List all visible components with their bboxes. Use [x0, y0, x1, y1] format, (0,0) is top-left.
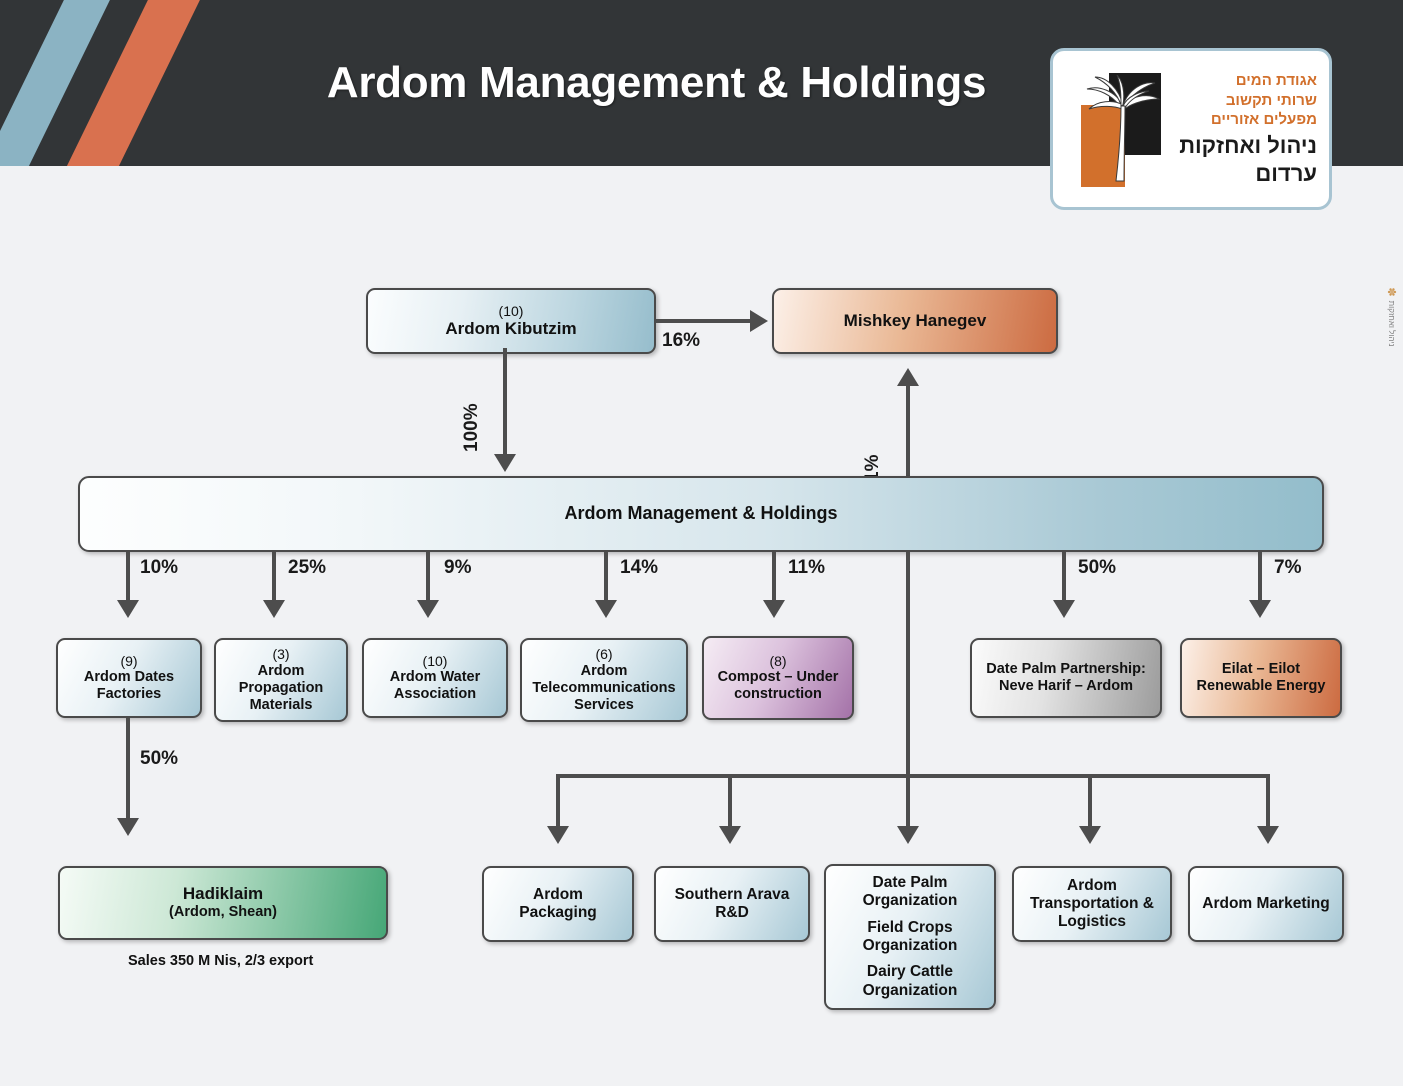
edge-bottom-1-arrowhead [719, 826, 741, 844]
node-ardom-management-holdings[interactable]: Ardom Management & Holdings [78, 476, 1324, 552]
edge-label-hadiklaim: 50% [140, 748, 179, 769]
edge-main-sub-0 [126, 552, 130, 604]
page-watermark: ניהול ואחזקות ✽ [1337, 287, 1403, 346]
watermark-text: ניהול ואחזקות [1387, 300, 1397, 347]
edge-label-sub-2: 9% [444, 557, 472, 578]
node-mishkey-hanegev[interactable]: Mishkey Hanegev [772, 288, 1058, 354]
logo-line-3: מפעלים אזוריים [1210, 111, 1317, 129]
edge-label-sub-4: 11% [788, 557, 825, 578]
edge-bottom-3-arrowhead [1079, 826, 1101, 844]
node-arava-label: Southern Arava R&D [674, 885, 790, 921]
logo-text-block: אגודת המים שרותי תקשוב מפעלים אזוריים ני… [1177, 71, 1329, 187]
node-hadiklaim-title: Hadiklaim [182, 884, 264, 904]
node-date-palm-partnership[interactable]: Date Palm Partnership:Neve Harif – Ardom [970, 638, 1162, 718]
node-water-count: (10) [422, 652, 448, 669]
node-kibutzim-count: (10) [498, 302, 524, 319]
node-hadiklaim[interactable]: Hadiklaim (Ardom, Shean) [58, 866, 388, 940]
node-kibutzim-label: Ardom Kibutzim [445, 319, 577, 339]
edge-label-sub-5: 50% [1078, 557, 1117, 578]
edge-bottom-2-arrowhead [897, 826, 919, 844]
edge-label-sub-3: 14% [620, 557, 659, 578]
node-compost-count: (8) [769, 652, 787, 669]
company-logo: אגודת המים שרותי תקשוב מפעלים אזוריים ני… [1050, 48, 1332, 210]
bottom-distribution-bar [556, 774, 1270, 778]
edge-main-mishkey-arrowhead [897, 368, 919, 386]
edge-main-mishkey [906, 384, 910, 476]
edge-main-sub-1 [272, 552, 276, 604]
page-title: Ardom Management & Holdings [326, 58, 987, 107]
watermark-logo-icon: ✽ [1385, 287, 1398, 297]
edge-bottom-2 [906, 774, 910, 830]
node-telecom-count: (6) [595, 646, 613, 663]
edge-kibutzim-main [503, 348, 507, 458]
edge-main-sub-6 [1258, 552, 1262, 604]
palm-tree-logo-icon [1067, 69, 1177, 189]
edge-main-sub-2-arrowhead [417, 600, 439, 618]
edge-label-100: 100% [461, 403, 482, 452]
edge-label-sub-1: 25% [288, 557, 327, 578]
edge-kibutzim-mishkey [656, 319, 752, 323]
node-dates-count: (9) [120, 652, 138, 669]
edge-main-sub-6-arrowhead [1249, 600, 1271, 618]
edge-bottom-0 [556, 774, 560, 830]
hadiklaim-sales-caption: Sales 350 M Nis, 2/3 export [128, 953, 314, 969]
edge-main-sub-5 [1062, 552, 1066, 604]
node-mishkey-label: Mishkey Hanegev [843, 310, 987, 330]
edge-bottom-1 [728, 774, 732, 830]
edge-dates-hadiklaim [126, 718, 130, 822]
edge-main-sub-4 [772, 552, 776, 604]
edge-label-sub-6: 7% [1274, 557, 1302, 578]
edge-main-sub-3-arrowhead [595, 600, 617, 618]
node-southern-arava-rd[interactable]: Southern Arava R&D [654, 866, 810, 942]
node-ardom-kibutzim[interactable]: (10) Ardom Kibutzim [366, 288, 656, 354]
main-bar-label: Ardom Management & Holdings [564, 503, 838, 524]
node-hadiklaim-subtitle: (Ardom, Shean) [169, 904, 277, 921]
logo-line-1: אגודת המים [1235, 71, 1317, 89]
logo-line-2: שרותי תקשוב [1225, 91, 1317, 109]
edge-main-sub-1-arrowhead [263, 600, 285, 618]
edge-main-sub-0-arrowhead [117, 600, 139, 618]
edge-bottom-4 [1266, 774, 1270, 830]
edge-bottom-3 [1088, 774, 1092, 830]
edge-main-sub-3 [604, 552, 608, 604]
node-marketing-label: Ardom Marketing [1202, 894, 1330, 912]
node-propagation-count: (3) [272, 646, 290, 663]
edge-main-sub-5-arrowhead [1053, 600, 1075, 618]
edge-label-sub-0: 10% [140, 557, 179, 578]
node-partnership-label: Date Palm Partnership:Neve Harif – Ardom [986, 660, 1146, 694]
edge-main-sub-2 [426, 552, 430, 604]
edge-main-sub-4-arrowhead [763, 600, 785, 618]
edge-main-bottom-trunk [906, 552, 910, 776]
palm-tree-icon [1086, 75, 1161, 182]
edge-kibutzim-mishkey-arrowhead [750, 310, 768, 332]
edge-bottom-0-arrowhead [547, 826, 569, 844]
edge-label-16: 16% [662, 330, 701, 351]
logo-line-4: ניהול ואחזקות ערדום [1179, 133, 1317, 186]
edge-dates-hadiklaim-arrowhead [117, 818, 139, 836]
edge-bottom-4-arrowhead [1257, 826, 1279, 844]
node-ardom-marketing[interactable]: Ardom Marketing [1188, 866, 1344, 942]
edge-kibutzim-main-arrowhead [494, 454, 516, 472]
